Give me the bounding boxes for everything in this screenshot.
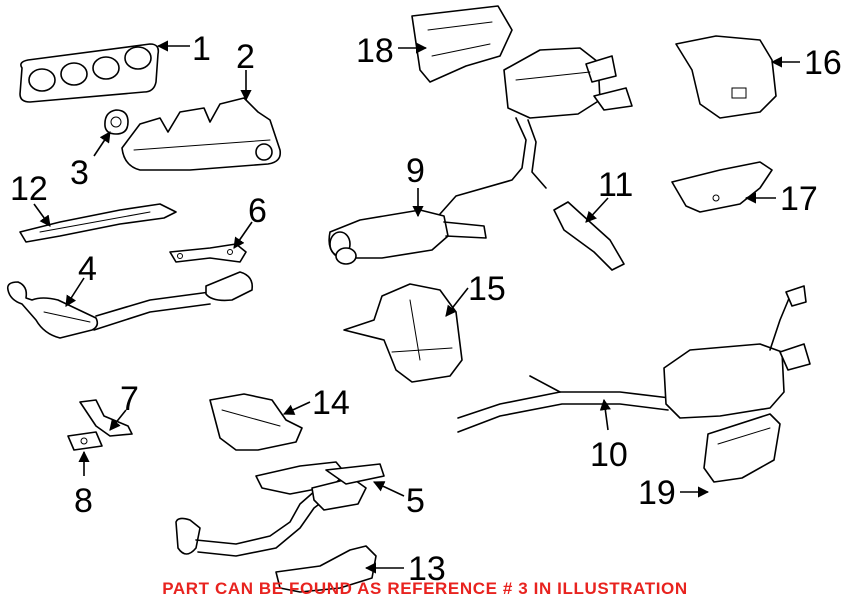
- callout-16[interactable]: 16: [804, 44, 842, 82]
- callout-6[interactable]: 6: [248, 192, 267, 230]
- part-2-exhaust-manifold[interactable]: [121, 97, 282, 171]
- part-11-bracket[interactable]: [553, 201, 625, 271]
- part-14-heat-shield[interactable]: [209, 393, 303, 451]
- callout-1[interactable]: 1: [192, 30, 211, 68]
- part-18-heat-shield[interactable]: [411, 5, 513, 83]
- part-17-heat-shield[interactable]: [671, 161, 773, 213]
- part-12-heat-shield[interactable]: [19, 203, 177, 243]
- callout-8[interactable]: 8: [74, 482, 93, 520]
- part-9-intermediate-pipe[interactable]: [328, 117, 547, 265]
- part-1-manifold-gasket[interactable]: [19, 43, 160, 103]
- part-4-catalytic-converter-pipe[interactable]: [6, 271, 254, 339]
- callout-labels: 1 2 3 4 5 6 7 8 9 10 11 12 13 14 15 16 1…: [10, 30, 842, 588]
- callout-13[interactable]: 13: [408, 550, 446, 588]
- callout-19[interactable]: 19: [638, 474, 676, 512]
- callout-9[interactable]: 9: [406, 152, 425, 190]
- callout-5[interactable]: 5: [406, 482, 425, 520]
- callout-2[interactable]: 2: [236, 38, 255, 76]
- callout-4[interactable]: 4: [78, 250, 97, 288]
- callout-leaders: [33, 40, 800, 574]
- part-3-gasket[interactable]: [104, 109, 129, 135]
- part-15-heat-shield[interactable]: [343, 283, 463, 383]
- callout-14[interactable]: 14: [312, 384, 350, 422]
- callout-7[interactable]: 7: [120, 380, 139, 418]
- callout-3[interactable]: 3: [70, 154, 89, 192]
- part-19-heat-shield[interactable]: [703, 413, 781, 483]
- callout-18[interactable]: 18: [356, 32, 394, 70]
- reference-notice: PART CAN BE FOUND AS REFERENCE # 3 IN IL…: [162, 579, 688, 598]
- part-6-bracket[interactable]: [169, 243, 247, 263]
- part-16-heat-shield[interactable]: [675, 35, 777, 119]
- callout-15[interactable]: 15: [468, 270, 506, 308]
- callout-10[interactable]: 10: [590, 436, 628, 474]
- callout-17[interactable]: 17: [780, 180, 818, 218]
- part-8-gasket[interactable]: [67, 431, 103, 451]
- rear-muffler-upper[interactable]: [503, 47, 633, 119]
- part-10-rear-muffler-pipe[interactable]: [457, 285, 811, 433]
- callout-11[interactable]: 11: [598, 166, 633, 204]
- callout-12[interactable]: 12: [10, 170, 48, 208]
- part-5-dual-catalytic-pipe[interactable]: [175, 461, 385, 557]
